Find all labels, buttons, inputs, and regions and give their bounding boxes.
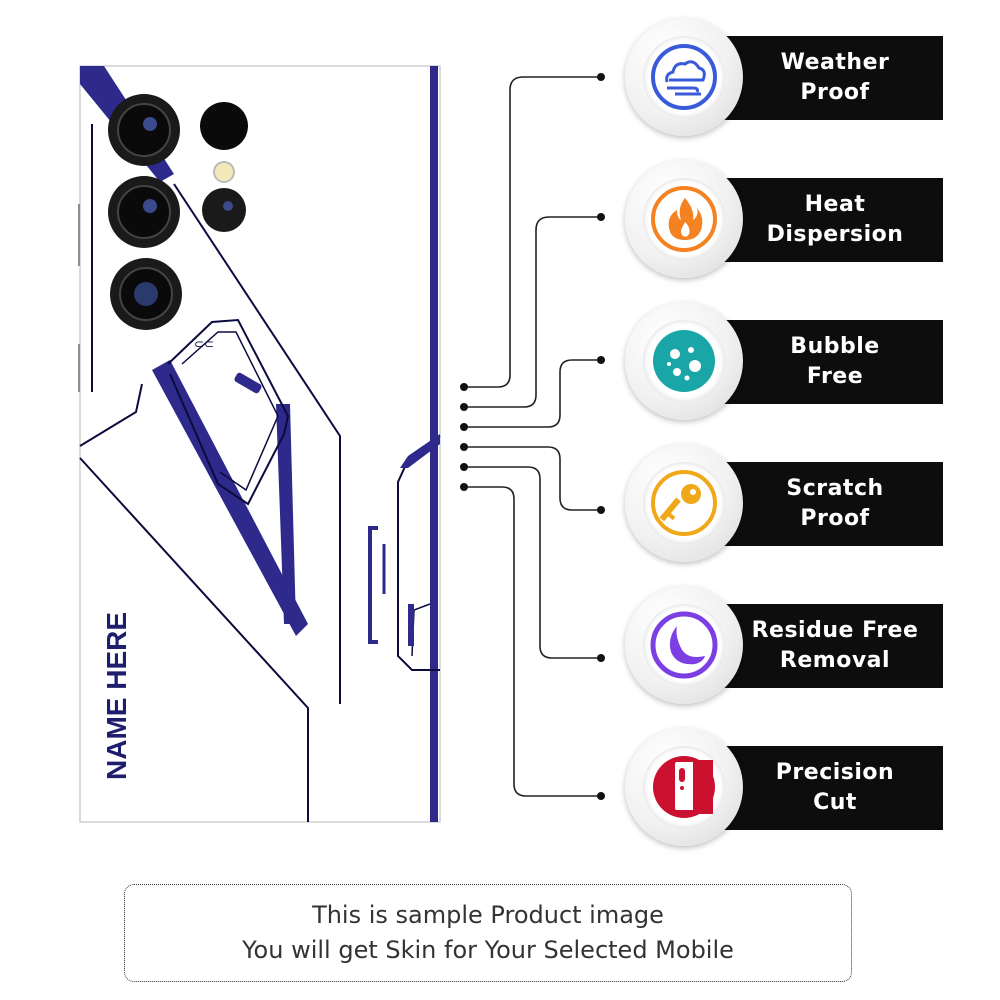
connector-line [464, 466, 600, 659]
blue-sweep [152, 360, 308, 636]
sample-image-notice: This is sample Product image You will ge… [124, 884, 852, 982]
camera-lens [108, 94, 180, 166]
module-stripe [408, 604, 414, 646]
key-icon [651, 470, 717, 536]
cloud-wind-icon [651, 44, 717, 110]
connector-line [464, 446, 600, 511]
flame-icon [651, 186, 717, 252]
phone-skin-illustration: ⊂⊂ NAME HERE [78, 65, 441, 823]
connector-dot [597, 792, 605, 800]
feature-label: Bubble Free [790, 334, 880, 389]
moon-icon [650, 611, 718, 679]
feature-scratch-proof: Scratch Proof [625, 444, 945, 562]
connector-dot [597, 73, 605, 81]
feature-bubble-free: Bubble Free [625, 302, 945, 420]
connector-dot [597, 356, 605, 364]
camera-lens-small [202, 188, 246, 232]
connector-line [464, 76, 600, 388]
bubbles-icon [653, 330, 715, 392]
panel-outline [167, 318, 290, 506]
feature-label-box: Bubble Free [723, 320, 943, 404]
notice-line-1: This is sample Product image [312, 901, 664, 929]
side-button [78, 344, 80, 392]
side-button [78, 204, 80, 266]
notice-line-2: You will get Skin for Your Selected Mobi… [242, 936, 734, 964]
module-accent [400, 434, 440, 468]
connector-dot [460, 463, 468, 471]
feature-label-box: Residue Free Removal [723, 604, 943, 688]
feature-label-box: Weather Proof [723, 36, 943, 120]
logo-mark [368, 526, 378, 644]
connector-line [464, 216, 600, 408]
blue-sweep-2 [276, 404, 296, 624]
camera-flash [213, 161, 235, 183]
feature-weather-proof: Weather Proof [625, 18, 945, 136]
panel-mark: ⊂⊂ [194, 337, 214, 351]
phone-cut-icon [653, 756, 715, 818]
camera-sensor [200, 102, 248, 150]
camera-lens [108, 176, 180, 248]
connector-dot [597, 654, 605, 662]
feature-label: Heat Dispersion [766, 192, 904, 247]
feature-label: Scratch Proof [786, 476, 884, 531]
feature-label-box: Heat Dispersion [723, 178, 943, 262]
connector-dot [460, 403, 468, 411]
panel-slot [234, 372, 262, 394]
design-line-bottom [79, 457, 309, 822]
feature-heat-dispersion: Heat Dispersion [625, 160, 945, 278]
feature-label-box: Scratch Proof [723, 462, 943, 546]
skin-name-text: NAME HERE [101, 612, 132, 780]
panel-inner [181, 331, 279, 492]
design-line [173, 183, 341, 704]
connector-dot [460, 423, 468, 431]
connector-line [464, 486, 600, 797]
feature-label: Precision Cut [775, 760, 895, 815]
feature-precision-cut: Precision Cut [625, 728, 945, 846]
connector-dot [597, 506, 605, 514]
connector-dot [597, 213, 605, 221]
feature-label: Weather Proof [780, 50, 890, 105]
connector-dot [460, 443, 468, 451]
feature-label: Residue Free Removal [751, 618, 919, 673]
feature-residue-free-removal: Residue Free Removal [625, 586, 945, 704]
design-line [79, 383, 143, 447]
camera-lens [110, 258, 182, 330]
feature-label-box: Precision Cut [723, 746, 943, 830]
connector-dot [460, 483, 468, 491]
connector-line [464, 359, 600, 428]
connector-dot [460, 383, 468, 391]
